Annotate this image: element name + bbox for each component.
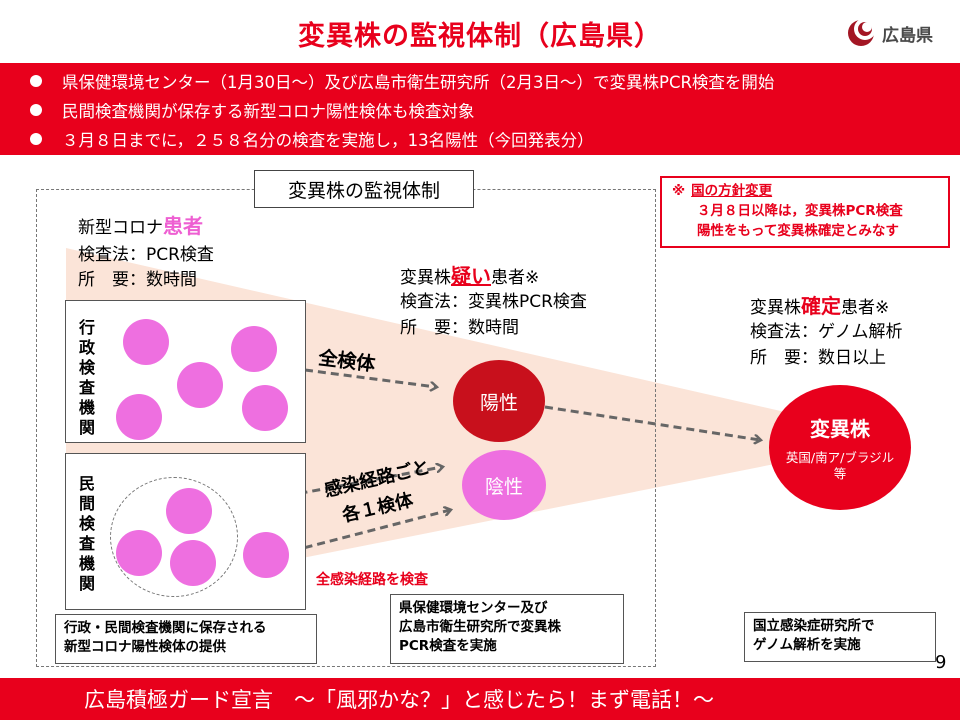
sample-circle (116, 394, 162, 440)
admin-lab-label: 行政検査機関 (78, 318, 95, 437)
note-pcr-labs: 県保健環境センター及び 広島市衛生研究所で変異株 PCR検査を実施 (390, 594, 624, 664)
sample-circle (170, 540, 216, 586)
summary-bullet-text: 県保健環境センター（1月30日〜）及び広島市衛生研究所（2月3日〜）で変異株PC… (62, 73, 775, 92)
sample-circle (116, 530, 162, 576)
private-lab-label: 民間検査機関 (78, 474, 95, 593)
policy-line: 陽性をもって変異株確定とみなす (697, 223, 899, 239)
sample-circle (166, 488, 212, 534)
summary-bullet-text: ３月８日までに，２５８名分の検査を実施し，13名陽性（今回発表分） (62, 131, 594, 150)
policy-heading: 国の方針変更 (691, 183, 773, 199)
arrow-all-samples (304, 368, 436, 387)
bullet-icon (30, 75, 42, 87)
hiroshima-logo-mark-icon (846, 18, 876, 48)
arrow-per-route-lower (291, 510, 450, 553)
suspected-label: 変異株疑い患者※ (400, 264, 540, 288)
sample-circle (123, 319, 169, 365)
patients-label: 新型コロナ患者 (78, 214, 203, 238)
page-title: 変異株の監視体制（広島県） (298, 21, 662, 52)
bullet-icon (30, 104, 42, 116)
logo-text: 広島県 (882, 25, 933, 46)
footer-banner: 広島積極ガード宣言 〜「風邪かな？」と感じたら！まず電話！〜 (0, 678, 960, 720)
frame-title: 変異株の監視体制 (254, 170, 474, 208)
confirmed-label: 変異株確定患者※ (750, 294, 890, 318)
summary-bullet: 県保健環境センター（1月30日〜）及び広島市衛生研究所（2月3日〜）で変異株PC… (30, 69, 774, 93)
all-routes-label: 全感染経路を検査 (316, 572, 428, 588)
note-sample-provision: 行政・民間検査機関に保存される 新型コロナ陽性検体の提供 (55, 614, 317, 664)
note-genome-analysis: 国立感染症研究所で ゲノム解析を実施 (744, 612, 936, 662)
confirmed-method: 検査法：ゲノム解析 (750, 322, 903, 342)
patients-method: 検査法：PCR検査 (78, 245, 214, 265)
page-number: 9 (935, 652, 947, 673)
policy-line: ３月８日以降は，変異株PCR検査 (697, 203, 903, 219)
policy-mark: ※ (672, 183, 686, 199)
infection-route-group (110, 477, 238, 597)
summary-banner: 県保健環境センター（1月30日〜）及び広島市衛生研究所（2月3日〜）で変異株PC… (0, 63, 960, 155)
variant-etc: 等 (833, 466, 847, 481)
variant-node: 変異株 英国/南ア/ブラジル 等 (769, 385, 911, 510)
patients-time: 所 要：数時間 (78, 270, 197, 290)
bullet-icon (30, 133, 42, 145)
sample-circle (242, 385, 288, 431)
variant-label: 変異株 (810, 417, 870, 441)
variant-types: 英国/南ア/ブラジル (785, 450, 895, 465)
positive-node: 陽性 (453, 360, 545, 442)
suspected-time: 所 要：数時間 (400, 318, 519, 338)
summary-bullet-text: 民間検査機関が保存する新型コロナ陽性検体も検査対象 (62, 102, 475, 121)
sample-circle (231, 326, 277, 372)
arrow-to-variant (544, 405, 760, 440)
negative-node: 陰性 (462, 450, 546, 520)
summary-bullet: ３月８日までに，２５８名分の検査を実施し，13名陽性（今回発表分） (30, 127, 594, 151)
suspected-method: 検査法：変異株PCR検査 (400, 292, 587, 312)
hiroshima-logo: 広島県 (846, 16, 946, 50)
summary-bullet: 民間検査機関が保存する新型コロナ陽性検体も検査対象 (30, 98, 475, 122)
confirmed-time: 所 要：数日以上 (750, 348, 886, 368)
sample-circle (243, 532, 289, 578)
sample-circle (177, 362, 223, 408)
policy-change-note: ※ 国の方針変更 ３月８日以降は，変異株PCR検査 陽性をもって変異株確定とみなす (660, 176, 950, 248)
